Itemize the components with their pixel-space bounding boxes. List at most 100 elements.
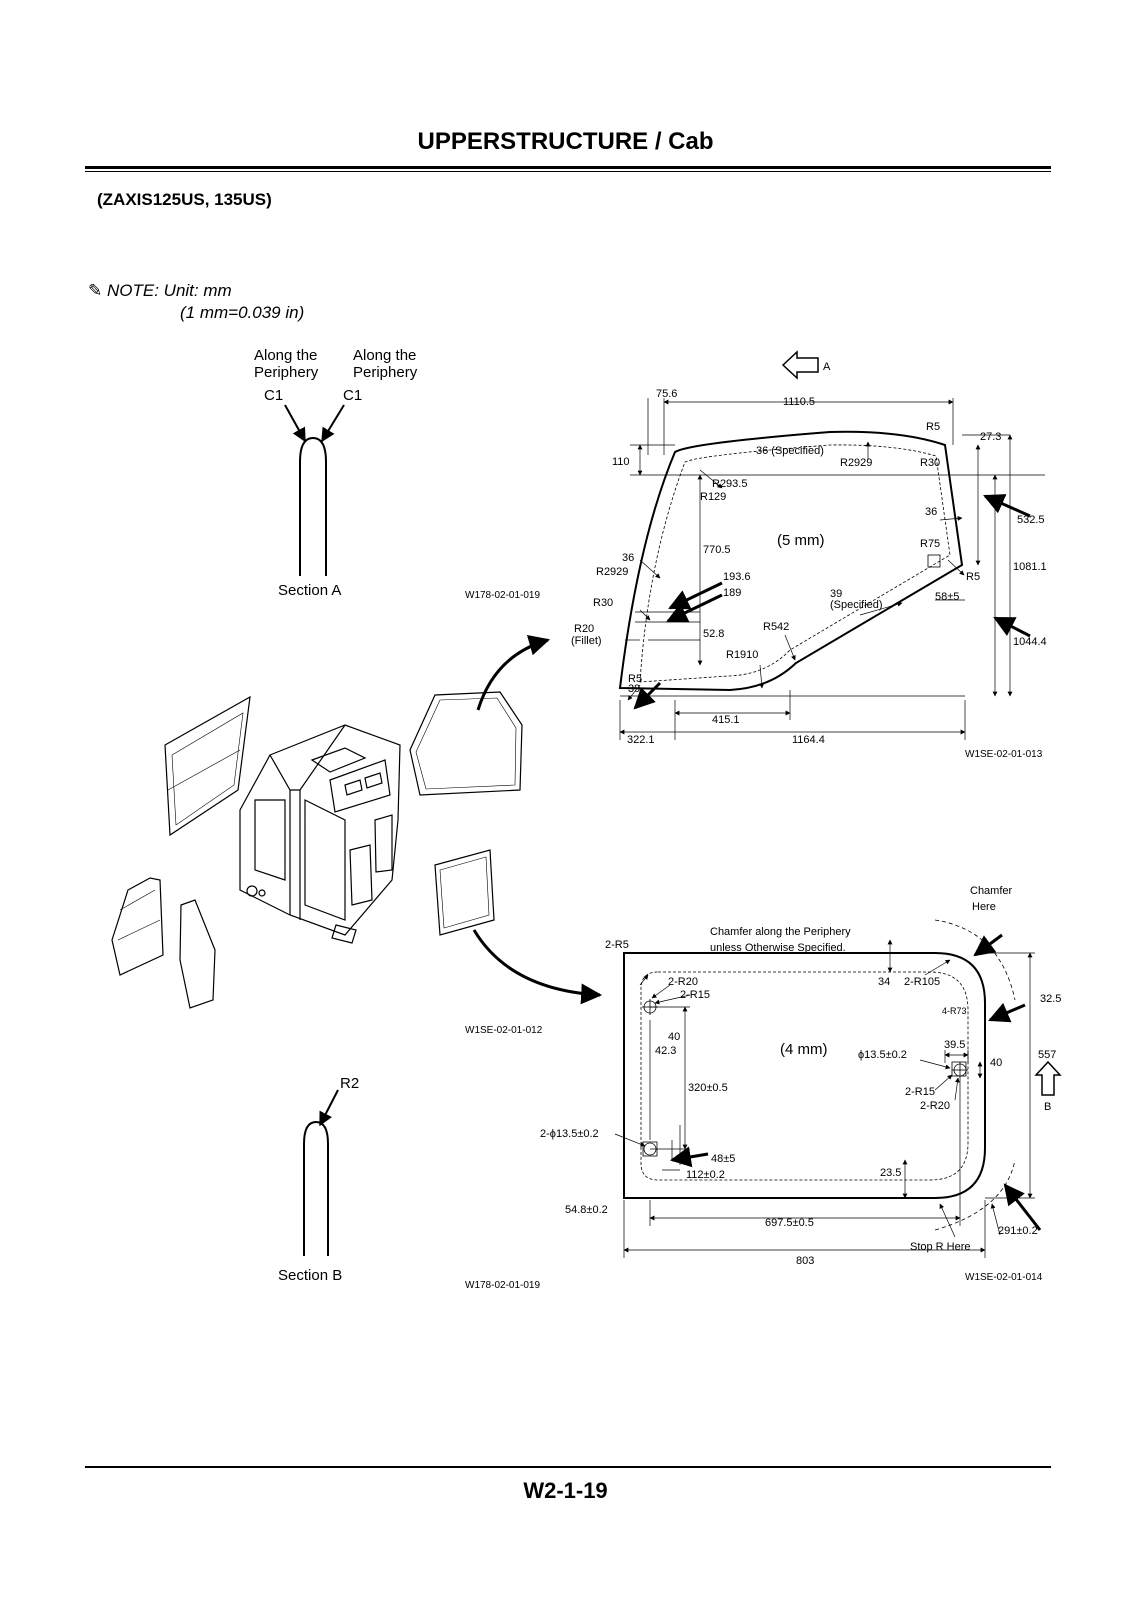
dim-periphery-2: unless Otherwise Specified. <box>710 942 846 954</box>
dim-36-left: 36 <box>622 552 634 564</box>
cab-illustration <box>111 691 523 1009</box>
dim-75-6: 75.6 <box>656 388 677 400</box>
section-a-right-label-2: Periphery <box>353 364 418 381</box>
section-a-left-label-1: Along the <box>254 347 317 364</box>
dim-2-phi-13-5: 2-ϕ13.5±0.2 <box>540 1128 599 1140</box>
dim-fillet: (Fillet) <box>571 635 602 647</box>
dim-2-r5: 2-R5 <box>605 939 629 951</box>
dim-r5-bottom: R5 <box>628 673 642 685</box>
dim-40-right: 40 <box>990 1057 1002 1069</box>
section-a-caption: Section A <box>278 582 341 599</box>
dim-specified-note: (Specified) <box>830 599 883 611</box>
dim-39: 39 <box>628 683 640 695</box>
dim-chamfer-1: Chamfer <box>970 885 1013 897</box>
glass-a-labels: A (5 mm) 75.6 1110.5 R5 27.3 36 (Specifi… <box>571 361 1047 746</box>
dim-54-8: 54.8±0.2 <box>565 1204 608 1216</box>
glass-b-inner <box>640 971 969 1181</box>
section-b-code: W178-02-01-019 <box>465 1280 540 1291</box>
glass-a-inner <box>639 444 951 683</box>
dim-chamfer-2: Here <box>972 901 996 913</box>
dim-32-5: 32.5 <box>1040 993 1061 1005</box>
dim-697-5: 697.5±0.5 <box>765 1217 814 1229</box>
footer-rule <box>85 1466 1051 1468</box>
cab-code: W1SE-02-01-012 <box>465 1025 543 1036</box>
dim-r30-left: R30 <box>593 597 613 609</box>
section-a-callout-right: C1 <box>343 387 362 404</box>
dim-r542: R542 <box>763 621 789 633</box>
glass-a-view-arrow <box>781 350 819 380</box>
glass-b-thickness: (4 mm) <box>780 1041 828 1058</box>
dim-322-1: 322.1 <box>627 734 655 746</box>
section-a-code: W178-02-01-019 <box>465 590 540 601</box>
dim-42-3: 42.3 <box>655 1045 676 1057</box>
section-b-leader <box>319 1089 339 1127</box>
dim-189: 189 <box>723 587 741 599</box>
dim-2-r20: 2-R20 <box>668 976 698 988</box>
note-block: ✎ NOTE: Unit: mm (1 mm=0.039 in) <box>88 280 304 324</box>
glass-b-view-label: B <box>1044 1101 1051 1113</box>
dim-40: 40 <box>668 1031 680 1043</box>
arrow-to-glass-b <box>472 929 603 1005</box>
note-conversion: (1 mm=0.039 in) <box>180 303 305 322</box>
arrow-to-glass-a <box>476 635 551 711</box>
glass-b-view-arrow <box>1034 1060 1062 1096</box>
section-a-left-label-2: Periphery <box>254 364 319 381</box>
dim-r30-top: R30 <box>920 457 940 469</box>
dim-803: 803 <box>796 1255 814 1267</box>
dim-320: 320±0.5 <box>688 1082 728 1094</box>
dim-532-5: 532.5 <box>1017 514 1045 526</box>
dim-2-r105: 2-R105 <box>904 976 940 988</box>
section-a-callout-left: C1 <box>264 387 283 404</box>
section-a-right-label-1: Along the <box>353 347 416 364</box>
note-pencil-icon: ✎ <box>88 281 103 300</box>
section-b-caption: Section B <box>278 1267 342 1284</box>
dim-r5-right: R5 <box>966 571 980 583</box>
dim-415-1: 415.1 <box>712 714 740 726</box>
dim-291: 291±0.2 <box>998 1225 1038 1237</box>
dim-r293-5: R293.5 <box>712 478 747 490</box>
glass-b-holes <box>642 999 968 1157</box>
section-b-profile <box>303 1120 329 1256</box>
dim-52-8: 52.8 <box>703 628 724 640</box>
glass-b-outline <box>623 952 986 1199</box>
dim-36-right: 36 <box>925 506 937 518</box>
dim-557: 557 <box>1038 1049 1056 1061</box>
dim-112: 112±0.2 <box>686 1169 725 1181</box>
dim-2-r15: 2-R15 <box>680 989 710 1001</box>
dim-1044-4: 1044.4 <box>1013 636 1047 648</box>
page-title: UPPERSTRUCTURE / Cab <box>417 128 714 155</box>
dim-2-r20-right: 2-R20 <box>920 1100 950 1112</box>
dim-34: 34 <box>878 976 890 988</box>
glass-b-code: W1SE-02-01-014 <box>965 1272 1043 1283</box>
header-rule-thin <box>85 171 1051 172</box>
dim-r2929-top: R2929 <box>840 457 872 469</box>
dim-110: 110 <box>612 456 630 468</box>
glass-a-marker-box <box>927 554 941 568</box>
section-a-profile <box>299 436 327 576</box>
dim-r75: R75 <box>920 538 940 550</box>
dim-770-5: 770.5 <box>703 544 731 556</box>
dim-27-3: 27.3 <box>980 431 1001 443</box>
dim-4-r73: 4-R73 <box>942 1006 967 1016</box>
glass-a-thickness: (5 mm) <box>777 532 825 549</box>
dim-58: 58±5 <box>935 591 959 603</box>
page-number: W2-1-19 <box>523 1478 608 1503</box>
section-a-leader-right <box>321 404 345 443</box>
note-unit: Unit: mm <box>163 281 232 300</box>
glass-a-leader-arrows <box>633 494 1031 710</box>
dim-48: 48±5 <box>711 1153 735 1165</box>
dim-1081-1: 1081.1 <box>1013 561 1047 573</box>
glass-a-view-label: A <box>823 361 831 373</box>
section-a-leader-left <box>284 404 306 443</box>
note-label: NOTE: <box>106 281 159 300</box>
dim-r129: R129 <box>700 491 726 503</box>
dim-r20: R20 <box>574 623 594 635</box>
dim-r2929-left: R2929 <box>596 566 628 578</box>
dim-39-specified: 39 <box>830 588 842 600</box>
dim-36-specified: 36 (Specified) <box>756 445 824 457</box>
glass-b-dimension-lines <box>614 939 1035 1258</box>
glass-b-labels: (4 mm) Chamfer Here Chamfer along the Pe… <box>540 885 1061 1267</box>
glass-a-outline <box>618 430 964 692</box>
dim-1110-5: 1110.5 <box>783 396 815 408</box>
